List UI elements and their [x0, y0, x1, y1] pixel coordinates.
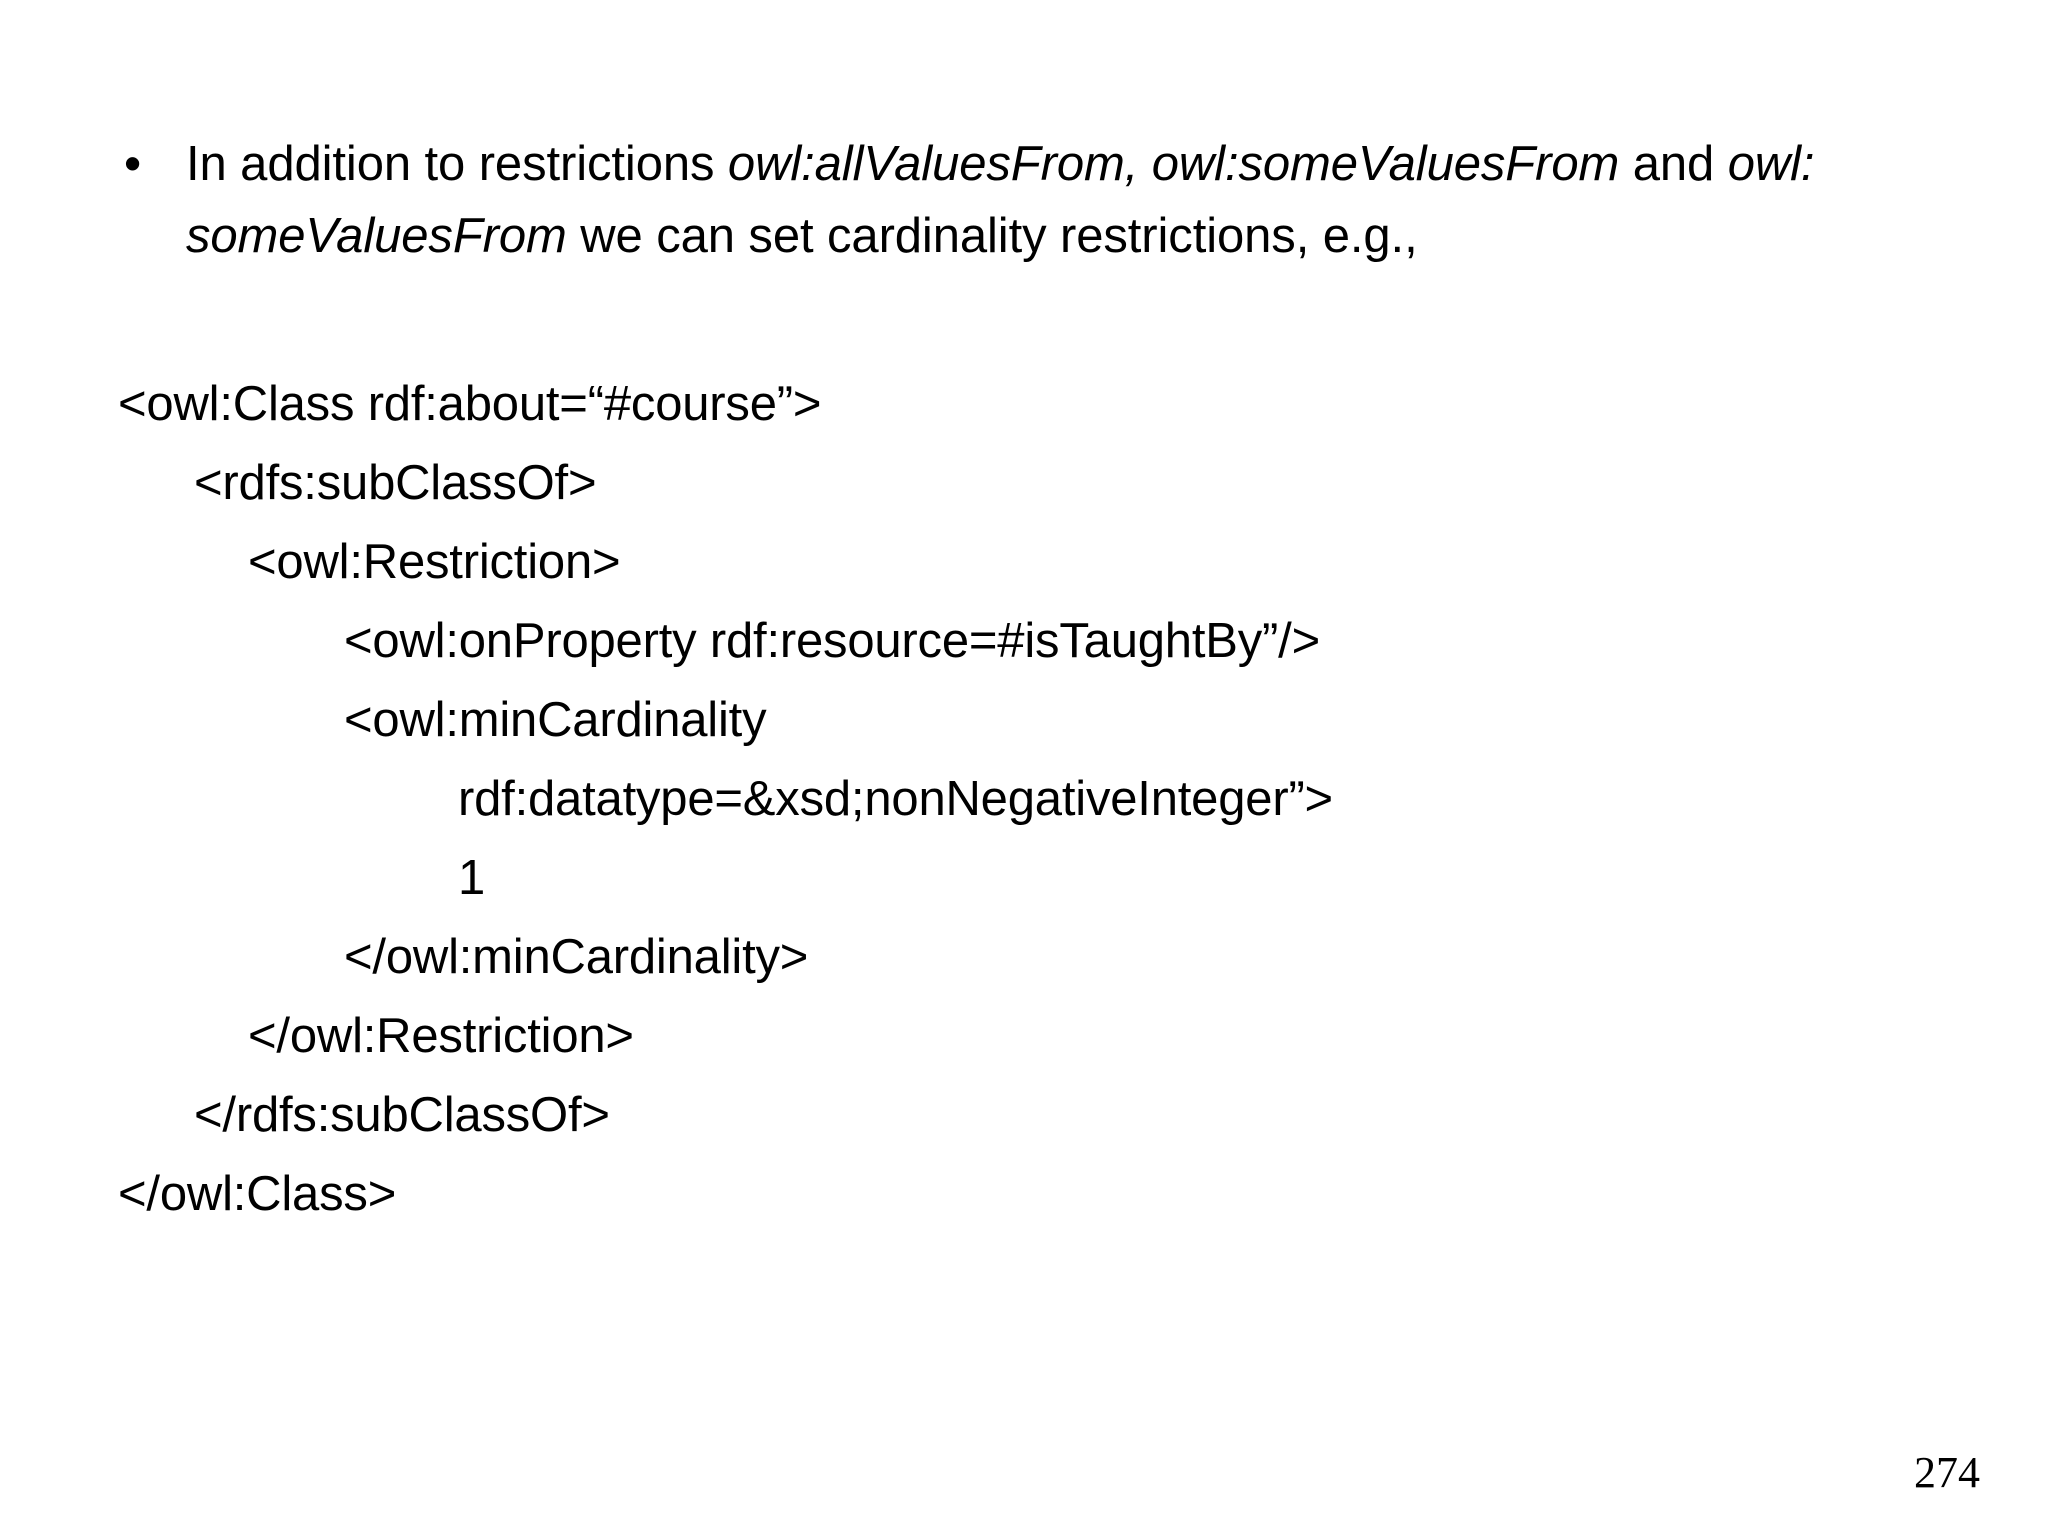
bullet-text-run: and — [1619, 137, 1728, 191]
page-number: 274 — [1914, 1448, 1980, 1497]
bullet-text: In addition to restrictions owl:allValue… — [186, 128, 1948, 272]
bullet-item: • In addition to restrictions owl:allVal… — [118, 128, 1948, 272]
code-line: <owl:minCardinality — [344, 693, 767, 747]
code-line: </rdfs:subClassOf> — [194, 1088, 610, 1142]
bullet-block: • In addition to restrictions owl:allVal… — [118, 128, 1948, 272]
code-block: <owl:Class rdf:about=“#course”> <rdfs:sub… — [118, 365, 1978, 1234]
code-line: </owl:Restriction> — [248, 1009, 634, 1063]
bullet-marker-icon: • — [124, 137, 142, 191]
bullet-text-run: we can set cardinality restrictions, e.g… — [566, 209, 1418, 263]
code-line: 1 — [458, 851, 486, 905]
code-line: </owl:minCardinality> — [344, 930, 809, 984]
code-line: <owl:Class rdf:about=“#course”> — [118, 377, 822, 431]
code-line: <owl:onProperty rdf:resource=#isTaughtBy… — [344, 614, 1320, 668]
bullet-term-italic: owl:allValuesFrom, owl:someValuesFrom — [727, 137, 1620, 191]
code-line: rdf:datatype=&xsd;nonNegativeInteger”> — [458, 772, 1333, 826]
bullet-term-italic: owl: someValuesFrom — [186, 137, 1815, 263]
bullet-text-run: In addition to restrictions — [186, 137, 728, 191]
code-line: <rdfs:subClassOf> — [194, 456, 597, 510]
code-line: <owl:Restriction> — [248, 535, 621, 589]
code-line: </owl:Class> — [118, 1167, 397, 1221]
